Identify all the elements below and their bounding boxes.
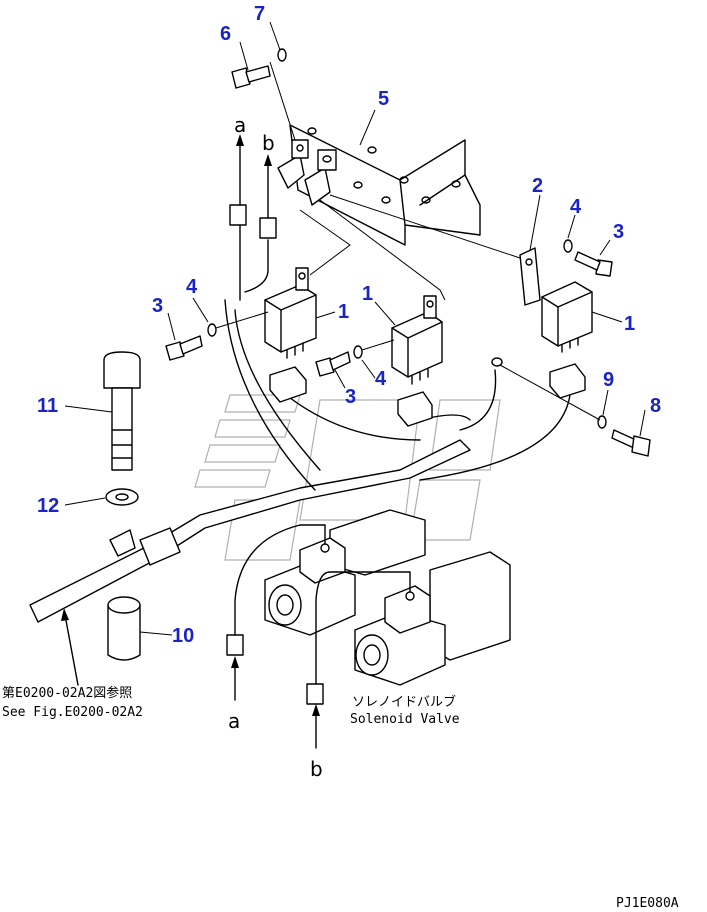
letter-a-top: a bbox=[234, 113, 246, 137]
relay-right bbox=[541, 281, 593, 353]
solenoid-valve-lower bbox=[315, 551, 511, 686]
bolt-8 bbox=[491, 357, 651, 457]
drawing-code: PJ1E080A bbox=[616, 896, 679, 911]
solenoid-en: Solenoid Valve bbox=[350, 712, 460, 727]
see-fig-en: See Fig.E0200-02A2 bbox=[2, 705, 143, 720]
callout-8: 8 bbox=[650, 395, 661, 417]
letter-b-bottom: b bbox=[310, 757, 323, 781]
callout-12: 12 bbox=[37, 495, 59, 517]
callout-9: 9 bbox=[603, 369, 614, 391]
callout-4c: 4 bbox=[570, 196, 582, 218]
bolt-3-right bbox=[563, 239, 613, 277]
callout-3c: 3 bbox=[613, 221, 624, 243]
connector-letters: a b a b bbox=[228, 113, 323, 781]
wire-to-a bbox=[234, 524, 301, 636]
bolt-11 bbox=[103, 351, 141, 471]
callout-6: 6 bbox=[220, 23, 231, 45]
solenoid-jp: ソレノイドバルブ bbox=[352, 694, 456, 710]
callout-2: 2 bbox=[532, 175, 543, 197]
connectors bbox=[226, 204, 586, 705]
callout-1b: 1 bbox=[362, 283, 373, 305]
notes: 第E0200-02A2図参照 See Fig.E0200-02A2 ソレノイドバ… bbox=[2, 685, 679, 911]
callout-1c: 1 bbox=[624, 313, 635, 335]
callout-10: 10 bbox=[172, 625, 194, 647]
callout-4a: 4 bbox=[186, 276, 198, 298]
mounting-bracket bbox=[277, 124, 481, 246]
relay-middle bbox=[391, 295, 443, 385]
harness bbox=[29, 199, 571, 623]
letter-a-bottom: a bbox=[228, 709, 240, 733]
washer-12 bbox=[105, 488, 139, 506]
callout-5: 5 bbox=[378, 88, 389, 110]
callout-3b: 3 bbox=[345, 386, 356, 408]
callout-3a: 3 bbox=[152, 295, 163, 317]
bolt-6 bbox=[231, 48, 296, 141]
callout-1a: 1 bbox=[338, 301, 349, 323]
see-fig-jp: 第E0200-02A2図参照 bbox=[2, 685, 132, 701]
callout-numbers: 1 1 1 2 3 3 3 4 4 4 5 6 7 8 9 10 11 12 bbox=[37, 3, 661, 647]
callout-11: 11 bbox=[37, 395, 58, 417]
direction-arrows bbox=[61, 134, 320, 749]
letter-b-top: b bbox=[262, 131, 275, 155]
leader-lines bbox=[64, 21, 646, 636]
bolt-3-left bbox=[165, 311, 269, 361]
collar-10 bbox=[107, 596, 141, 661]
callout-4b: 4 bbox=[375, 368, 387, 390]
relay-left bbox=[264, 267, 317, 359]
callout-7: 7 bbox=[254, 3, 265, 25]
small-bracket-2 bbox=[329, 194, 541, 306]
bolt-3-middle bbox=[315, 339, 395, 377]
